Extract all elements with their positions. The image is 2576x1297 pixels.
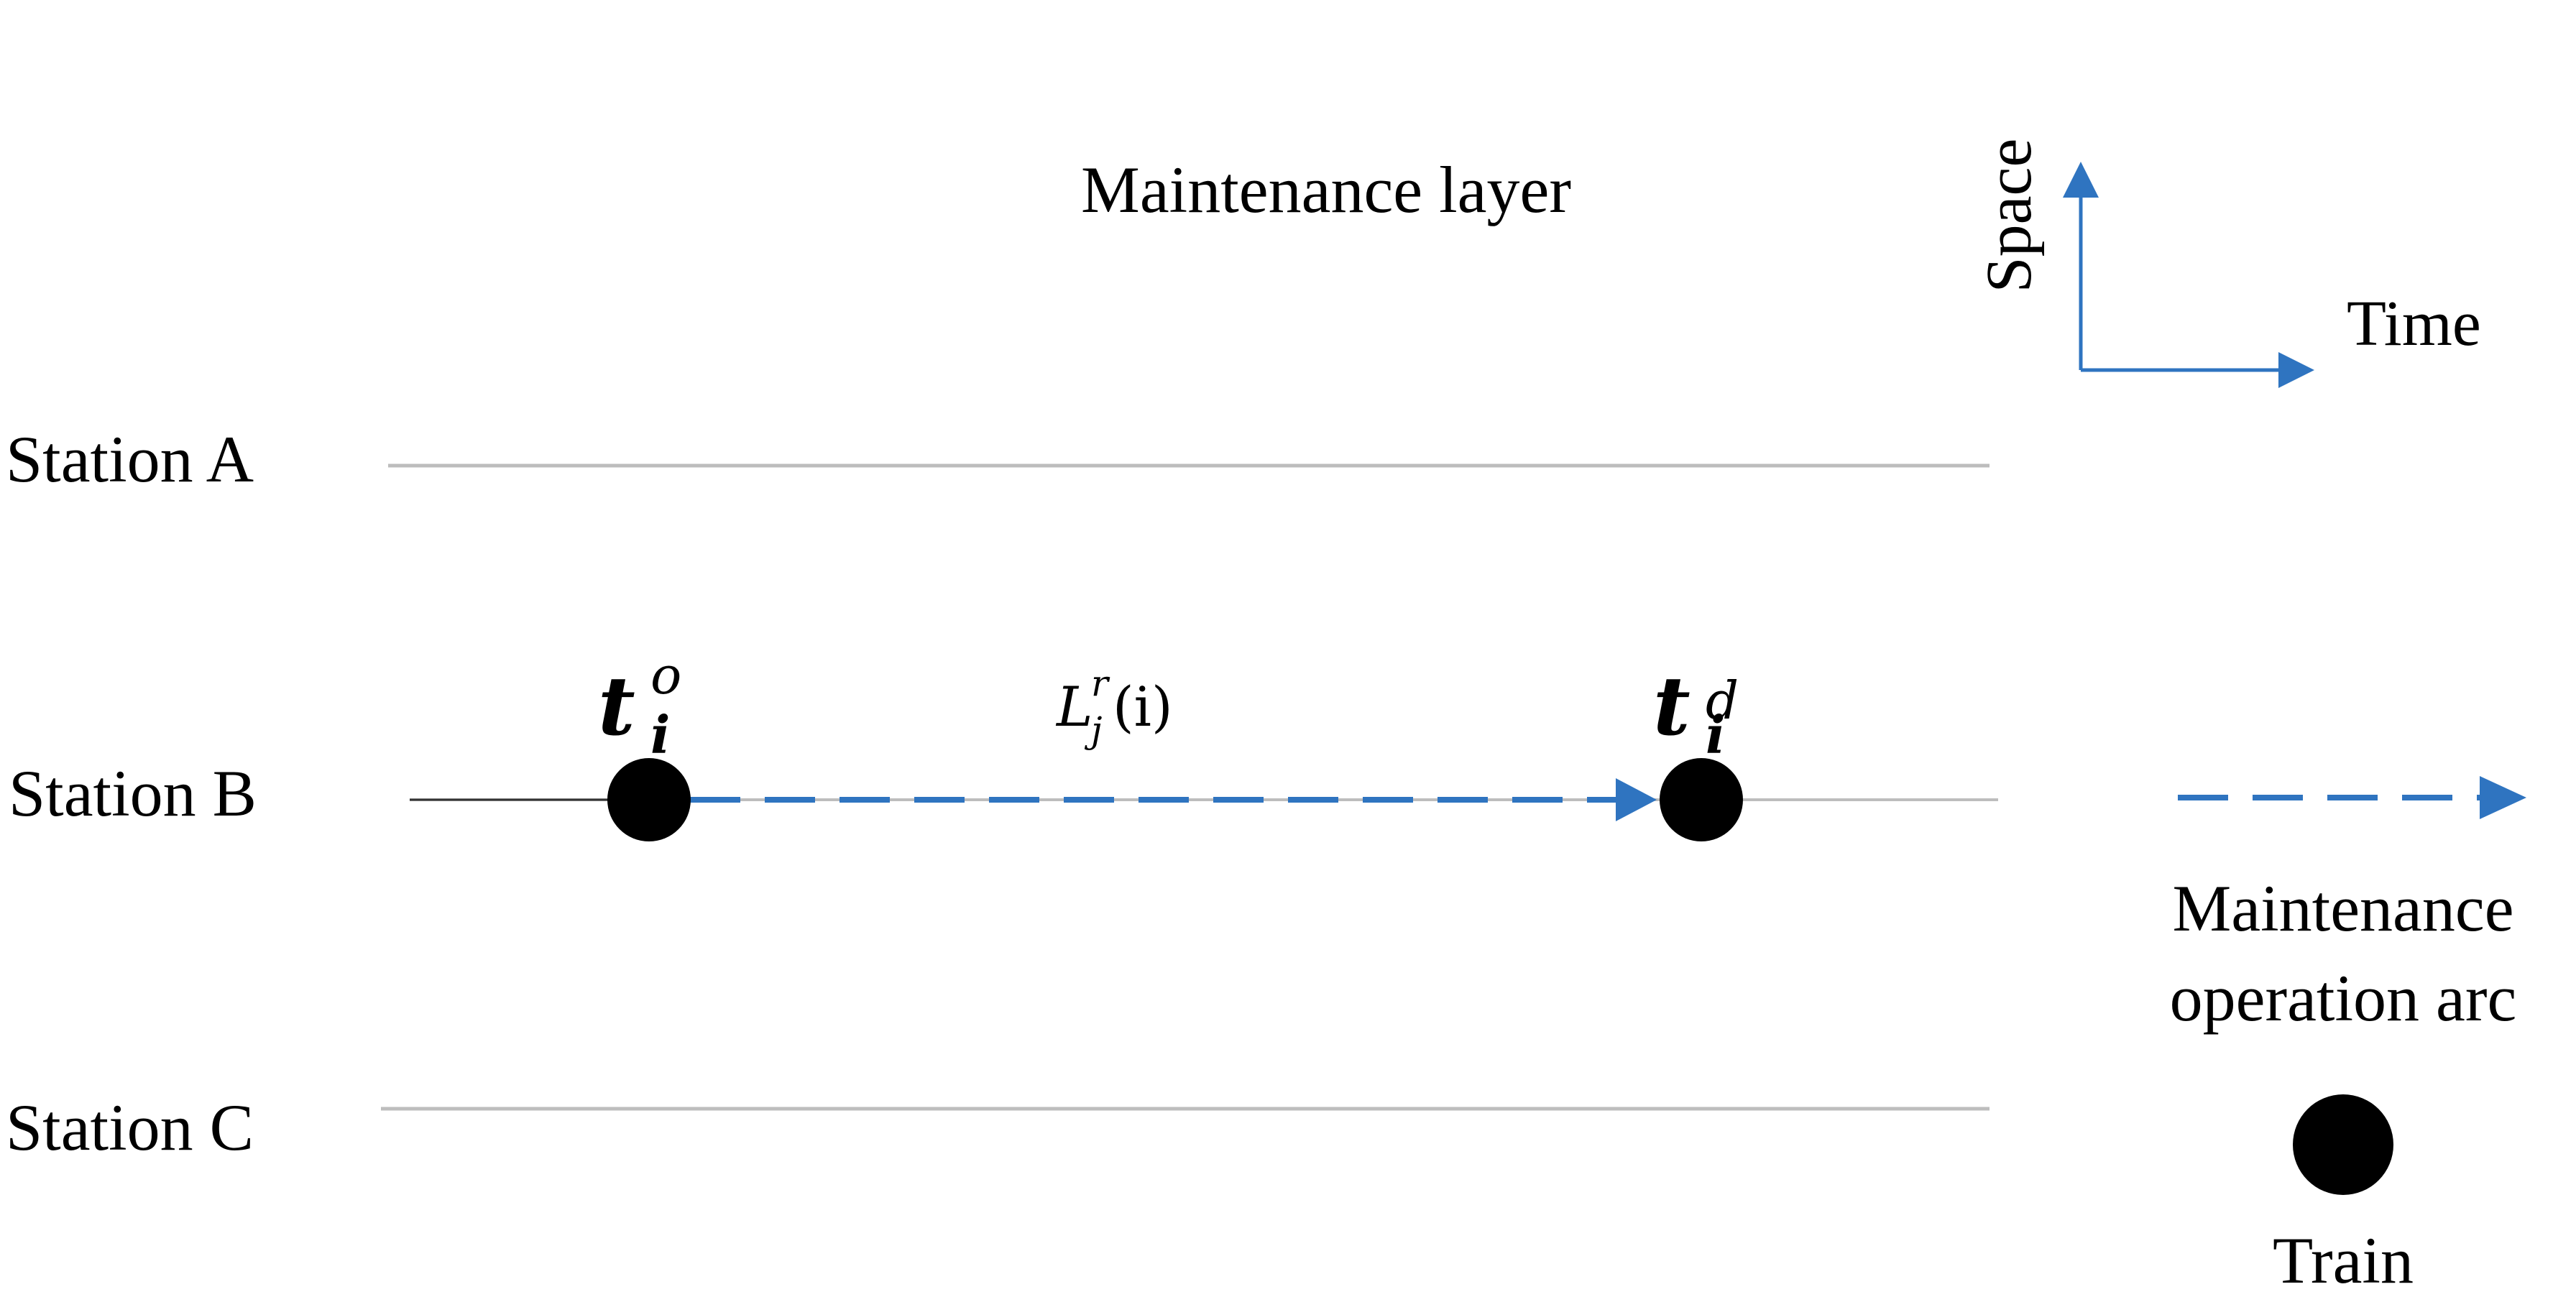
diagram-title: Maintenance layer (1081, 153, 1571, 226)
origin-time-symbol: t i o (598, 645, 681, 765)
axes-indicator: Space Time (1974, 139, 2481, 388)
time-axis-label: Time (2347, 288, 2481, 359)
destination-train-node (1660, 758, 1743, 841)
station-b-label: Station B (9, 757, 257, 830)
destination-time-symbol: t i d (1653, 660, 1739, 765)
legend-train-label: Train (2273, 1224, 2414, 1297)
origin-train-node (607, 758, 691, 841)
station-a-label: Station A (6, 423, 254, 496)
station-c-label: Station C (6, 1091, 254, 1164)
legend-train-node (2293, 1094, 2393, 1195)
legend-arc-arrowhead (2480, 776, 2526, 819)
maintenance-arc-arrowhead (1616, 778, 1657, 821)
legend-arc-label-line2: operation arc (2170, 961, 2517, 1035)
arc-symbol: L j r (i) (1055, 663, 1173, 751)
legend-arc-label-line1: Maintenance (2172, 872, 2513, 945)
space-axis-label: Space (1974, 139, 2045, 293)
